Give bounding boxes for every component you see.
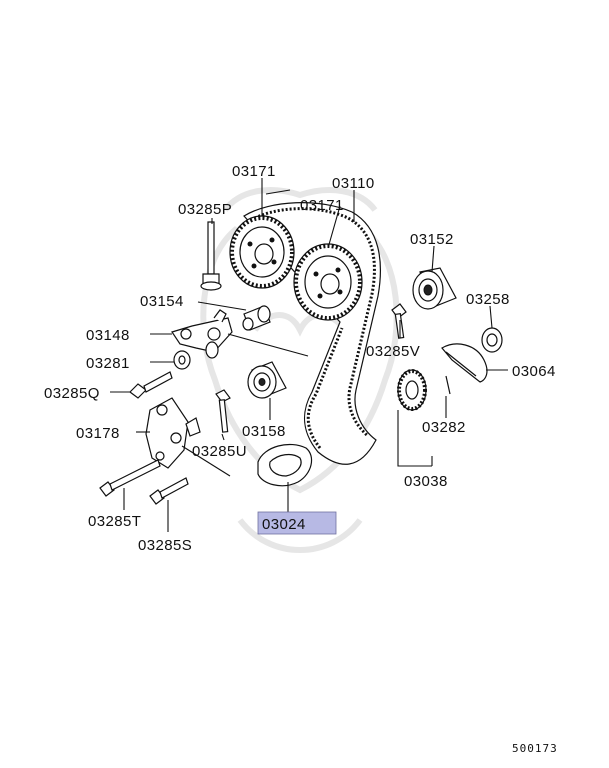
washer-03281 [173, 350, 191, 370]
label-03154: 03154 [140, 293, 184, 310]
label-03285q: 03285Q [44, 385, 100, 402]
bolt-03285t [99, 459, 161, 497]
tensioner-arm-03148 [171, 309, 233, 359]
flange-plate-03064 [441, 343, 488, 383]
label-03152: 03152 [410, 231, 454, 248]
tensioner-pulley-03158 [247, 361, 287, 399]
camshaft-sprocket-lower [293, 243, 363, 321]
bolt-03285u [215, 389, 231, 433]
leader-lines [110, 178, 508, 532]
bolt-03285p [200, 221, 222, 291]
cover-plate-03024 [257, 443, 313, 487]
label-03281: 03281 [86, 355, 130, 372]
label-03148: 03148 [86, 327, 130, 344]
auto-tensioner-03178 [145, 397, 201, 469]
label-03038: 03038 [404, 473, 448, 490]
label-03285u: 03285U [192, 443, 247, 460]
label-03285t: 03285T [88, 513, 141, 530]
label-03171-top: 03171 [232, 163, 276, 180]
washer-03258 [481, 327, 503, 353]
label-03171-right: 03171 [300, 197, 344, 214]
label-03064: 03064 [512, 363, 556, 380]
label-03285p: 03285P [178, 201, 232, 218]
bolt-03285q [129, 371, 173, 399]
crank-sprocket-03282 [397, 369, 451, 411]
label-03258: 03258 [466, 291, 510, 308]
label-03178: 03178 [76, 425, 120, 442]
label-03285s: 03285S [138, 537, 192, 554]
label-03158: 03158 [242, 423, 286, 440]
camshaft-sprocket-upper [229, 215, 295, 289]
label-03110: 03110 [332, 175, 375, 192]
bolt-03285s [149, 477, 189, 505]
document-number: 500173 [512, 742, 558, 755]
spacer-03154 [242, 305, 271, 331]
idler-pulley-03152 [412, 267, 457, 310]
highlight-03024 [257, 511, 337, 535]
label-03282: 03282 [422, 419, 466, 436]
label-03024: 03024 [262, 516, 306, 533]
label-03285v: 03285V [366, 343, 420, 360]
